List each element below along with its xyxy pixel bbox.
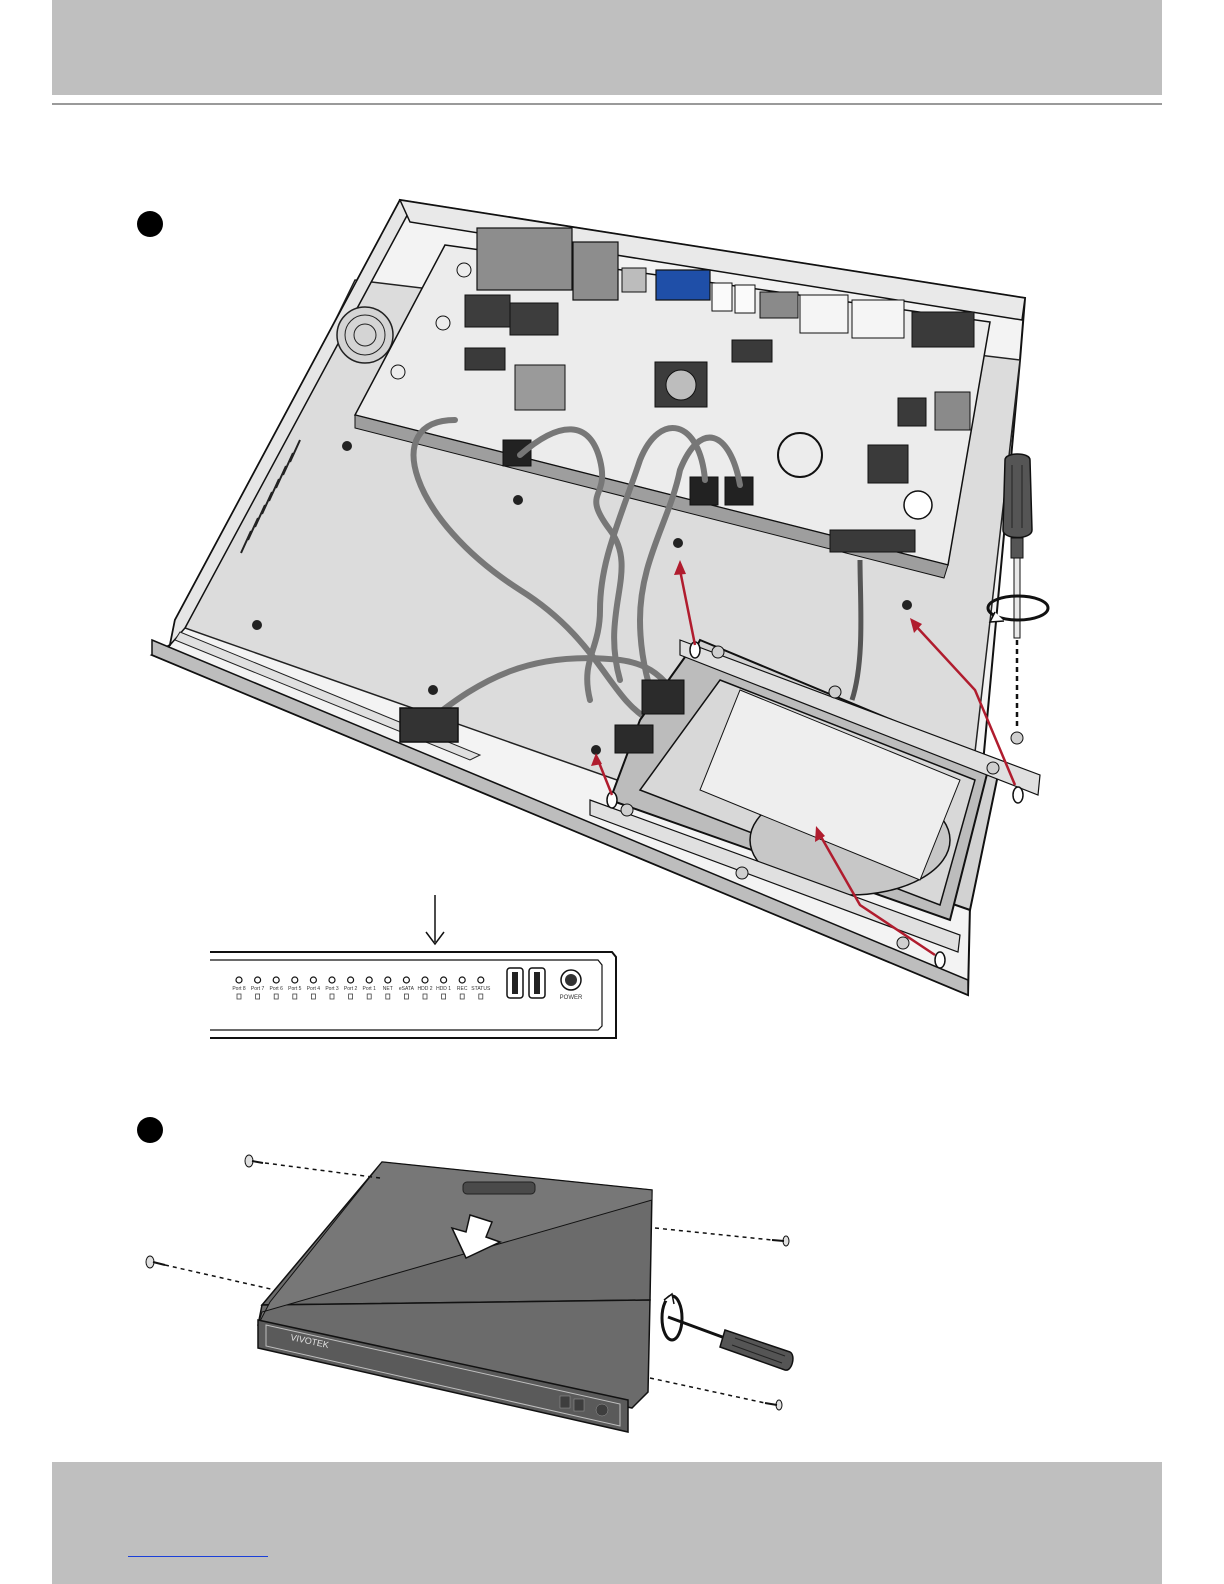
port-label: Port 5	[288, 986, 302, 992]
closed-unit: VIVOTEK	[258, 1162, 652, 1432]
status-led	[348, 977, 354, 983]
port-label: Port 8	[232, 986, 246, 992]
screw-icon	[650, 1378, 782, 1410]
status-led	[422, 977, 428, 983]
status-led	[329, 977, 335, 983]
front-panel: Port 8 Port 7 Port 6 Port 5 Port 4 Port 3 Port…	[210, 952, 616, 1038]
status-led	[273, 977, 279, 983]
footer-band	[52, 1462, 1162, 1584]
down-arrow-icon	[426, 895, 444, 944]
port-label: Port 2	[344, 986, 358, 992]
port-label: STATUS	[471, 986, 491, 992]
port-label: Port 3	[325, 986, 339, 992]
power-connector	[400, 708, 458, 742]
status-led	[385, 977, 391, 983]
status-led	[236, 977, 242, 983]
status-led	[292, 977, 298, 983]
screw-icon	[245, 1155, 380, 1178]
port-label: NET	[383, 986, 393, 992]
screwdriver-icon	[668, 1317, 793, 1370]
port-label: REC	[457, 986, 468, 992]
status-led	[441, 977, 447, 983]
screw-icon	[146, 1256, 275, 1290]
port-label: HDD 2	[417, 986, 432, 992]
port-label: Port 1	[363, 986, 377, 992]
port-label: Port 4	[307, 986, 321, 992]
fan-grill	[337, 307, 393, 363]
status-led	[310, 977, 316, 983]
power-label: POWER	[560, 995, 583, 1001]
port-label: HDD 1	[436, 986, 451, 992]
port-label: Port 7	[251, 986, 265, 992]
status-led	[478, 977, 484, 983]
screwdriver-icon	[1003, 454, 1032, 744]
port-label: Port 6	[270, 986, 284, 992]
status-led	[459, 977, 465, 983]
status-led	[255, 977, 261, 983]
footer-link-underline[interactable]	[128, 1556, 268, 1557]
status-led	[403, 977, 409, 983]
port-label: eSATA	[399, 986, 415, 992]
screw-icon	[655, 1228, 789, 1246]
status-led	[366, 977, 372, 983]
